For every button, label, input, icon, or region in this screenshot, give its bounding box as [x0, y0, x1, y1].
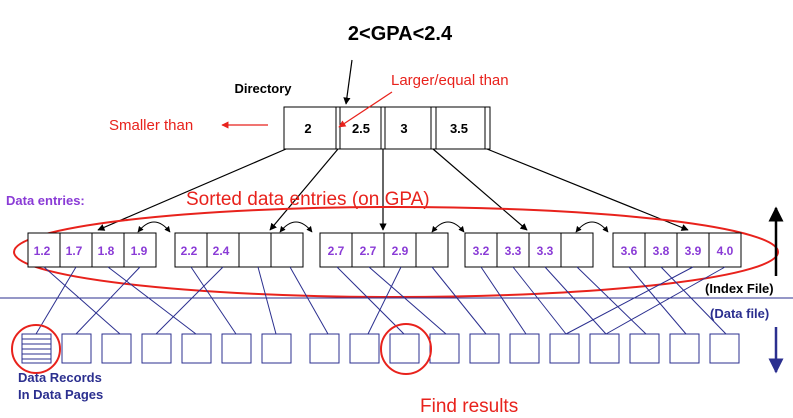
- directory-label: Directory: [234, 81, 292, 96]
- data-page: [61, 333, 92, 364]
- data-page: [141, 333, 172, 364]
- leaf-page: [27, 232, 157, 268]
- leaf-entry: 4.0: [717, 244, 734, 258]
- directory-node: 2 2.5 3 3.5: [283, 106, 491, 150]
- leaf-entry: 1.9: [131, 244, 148, 258]
- leaf-entry: 3.3: [537, 244, 554, 258]
- data-entries-label: Data entries:: [6, 193, 85, 208]
- record-pointers: [35, 266, 727, 335]
- directory-key: 2: [304, 121, 311, 136]
- smaller-label: Smaller than: [109, 117, 193, 134]
- data-page: [389, 333, 420, 364]
- data-pages: [21, 333, 740, 364]
- leaf-entry: 3.9: [685, 244, 702, 258]
- data-page: [21, 333, 52, 364]
- directory-pointers: [97, 148, 689, 231]
- leaf-entry: 1.8: [98, 244, 115, 258]
- data-page-highlight-circle: [11, 324, 61, 374]
- find-result-circle: [380, 323, 432, 375]
- sorted-entries-ellipse: [13, 206, 779, 298]
- sorted-entries-label: Sorted data entries (on GPA): [186, 189, 430, 210]
- data-page: [101, 333, 132, 364]
- leaf-entry: 1.7: [66, 244, 83, 258]
- index-file-label: (Index File): [705, 281, 774, 296]
- data-page: [221, 333, 252, 364]
- leaf-page: [464, 232, 594, 268]
- data-page: [429, 333, 460, 364]
- leaf-page: [612, 232, 742, 268]
- data-page: [261, 333, 292, 364]
- leaf-values: 1.2 1.7 1.8 1.9 2.2 2.4 2.7 2.7 2.9 3.2 …: [34, 244, 734, 258]
- directory-key: 3.5: [450, 121, 468, 136]
- data-page: [349, 333, 380, 364]
- data-page: [181, 333, 212, 364]
- leaf-entry: 3.6: [621, 244, 638, 258]
- leaf-entry: 3.8: [653, 244, 670, 258]
- leaf-entry: 2.2: [181, 244, 198, 258]
- directory-key: 3: [400, 121, 407, 136]
- query-title: 2<GPA<2.4: [348, 23, 453, 45]
- directory-key: 2.5: [352, 121, 370, 136]
- leaf-entry: 2.7: [328, 244, 345, 258]
- sibling-links: [137, 221, 609, 233]
- data-page: [709, 333, 740, 364]
- data-page: [309, 333, 340, 364]
- larger-equal-label: Larger/equal than: [391, 72, 509, 89]
- leaf-page: [174, 232, 304, 268]
- leaf-entry: 2.4: [213, 244, 230, 258]
- leaf-entry: 2.7: [360, 244, 377, 258]
- data-page: [549, 333, 580, 364]
- larger-equal-arrow: [338, 91, 393, 128]
- data-pages-label: In Data Pages: [18, 387, 103, 402]
- data-file-label: (Data file): [710, 306, 769, 321]
- data-page: [669, 333, 700, 364]
- leaf-pages: [27, 232, 742, 268]
- leaf-entry: 1.2: [34, 244, 51, 258]
- leaf-entry: 3.2: [473, 244, 490, 258]
- leaf-entry: 2.9: [392, 244, 409, 258]
- data-page: [509, 333, 540, 364]
- leaf-entry: 3.3: [505, 244, 522, 258]
- data-records-label: Data Records: [18, 370, 102, 385]
- data-page: [469, 333, 500, 364]
- leaf-page: [319, 232, 449, 268]
- data-page: [589, 333, 620, 364]
- query-arrow: [343, 59, 353, 105]
- data-page: [629, 333, 660, 364]
- find-results-label: Find results: [420, 396, 518, 417]
